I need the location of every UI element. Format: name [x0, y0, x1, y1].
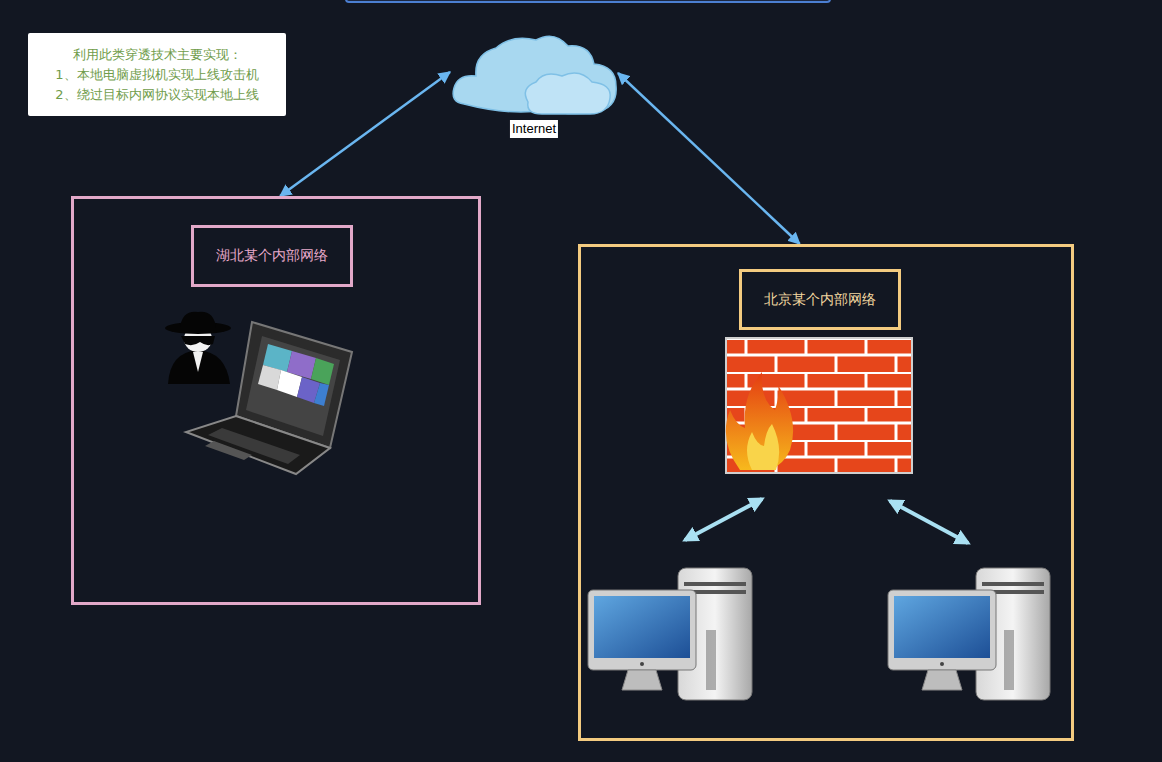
note-item: 1、本地电脑虚拟机实现上线攻击机 [55, 65, 258, 85]
network-region: 北京某个内部网络 [578, 244, 1074, 741]
note-heading: 利用此类穿透技术主要实现： [73, 45, 242, 65]
cloud-shape [450, 32, 618, 122]
title-bar [346, 0, 830, 2]
computer [588, 568, 752, 700]
computer [888, 568, 1050, 700]
network-link [280, 72, 450, 196]
link-arrow [685, 499, 762, 540]
internet-cloud: Internet [450, 32, 618, 140]
firewall [726, 338, 912, 473]
region-title: 湖北某个内部网络 [191, 225, 353, 287]
hacker-figure [165, 312, 231, 384]
laptop [186, 322, 352, 474]
region-title: 北京某个内部网络 [739, 269, 901, 330]
network-region: 湖北某个内部网络 [71, 196, 481, 605]
link-arrow [890, 501, 968, 543]
note-box: 利用此类穿透技术主要实现：1、本地电脑虚拟机实现上线攻击机2、绕过目标内网协议实… [28, 33, 286, 116]
network-link [618, 73, 800, 244]
cloud-label: Internet [510, 120, 558, 138]
note-item: 2、绕过目标内网协议实现本地上线 [55, 85, 258, 105]
